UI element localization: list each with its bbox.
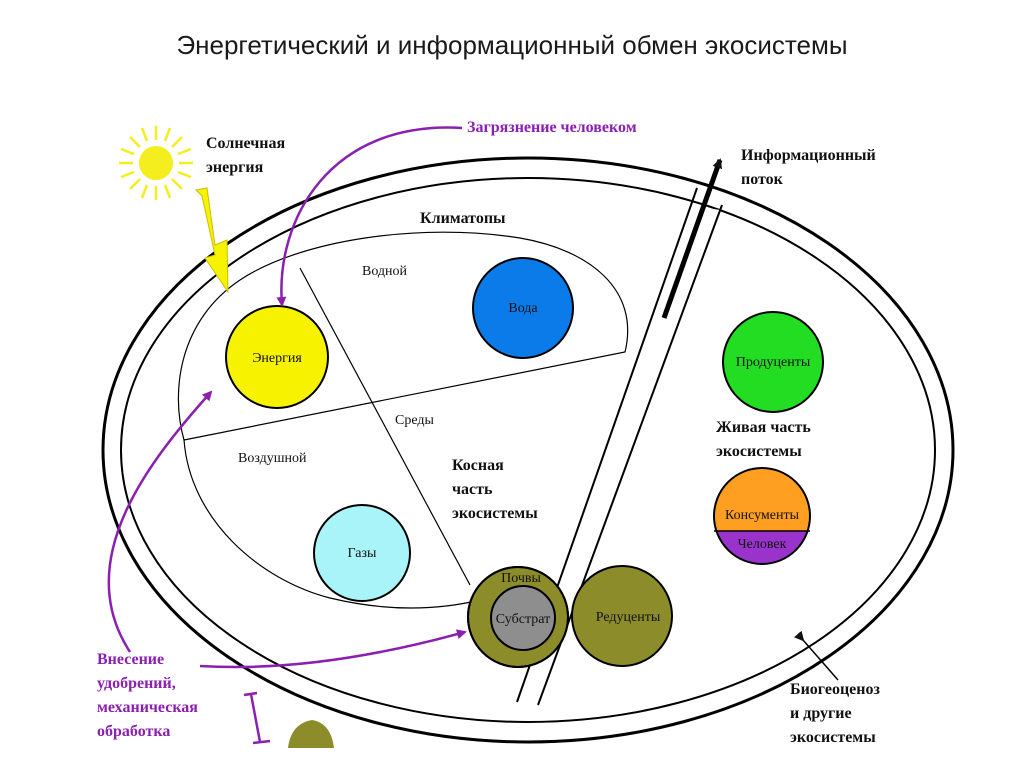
water-label: Вода (508, 301, 538, 316)
sun-energy-arrow (194, 187, 229, 294)
fertilizer-label-3: механическая (97, 699, 198, 716)
page-title: Энергетический и информационный обмен эк… (176, 30, 847, 60)
biogeo-label-1: Биогеоценоз (790, 681, 880, 698)
info-flow-label-2: поток (741, 171, 784, 188)
media-divider-line (299, 267, 471, 586)
media-label: Среды (395, 413, 434, 428)
gases-node (313, 504, 411, 602)
pollution-arrow (276, 126, 463, 307)
fertilizer-label-2: удобрений, (97, 675, 176, 692)
mechanical-tool-icon (243, 691, 271, 745)
solar-label-1: Солнечная (206, 135, 285, 152)
living-label-2: экосистемы (716, 443, 802, 460)
biogeo-label-2: и другие (790, 705, 852, 722)
gases-label: Газы (348, 546, 377, 561)
energy-label: Энергия (252, 351, 302, 366)
producers-label: Продуценты (736, 355, 811, 370)
reducers-label: Редуценты (596, 610, 661, 625)
fertilizer-label-4: обработка (97, 723, 170, 740)
fertilizer-arrow-to-energy (107, 390, 213, 653)
info-flow-arrow (661, 158, 723, 319)
reducers-node (571, 565, 673, 667)
water-node (472, 257, 574, 359)
inert-label-3: экосистемы (452, 505, 538, 522)
plant-icon (288, 720, 334, 748)
consumers-outline (713, 467, 811, 565)
sun-icon (119, 126, 193, 200)
pollution-label: Загрязнение человеком (467, 119, 637, 136)
water-env-label: Водной (362, 264, 408, 279)
biogeo-label-3: экосистемы (790, 729, 876, 746)
soils-outline (467, 566, 569, 668)
air-env-label: Воздушной (238, 451, 307, 466)
inert-lower-arc (183, 439, 481, 609)
inert-label-1: Косная (452, 457, 504, 474)
fertilizer-arrow-to-soils (199, 629, 467, 669)
human-label: Человек (738, 537, 787, 552)
substrate-label: Субстрат (496, 612, 550, 627)
inner-ecosystem-ellipse (120, 177, 936, 723)
solar-label-2: энергия (206, 159, 264, 176)
consumers-label: Консументы (725, 508, 800, 523)
inert-label-2: часть (452, 481, 493, 498)
outer-ecosystem-ellipse (101, 156, 955, 744)
soils-label: Почвы (501, 571, 541, 586)
fertilizer-label-1: Внесение (97, 651, 164, 668)
living-label-1: Живая часть (716, 419, 811, 436)
biogeo-pointer (793, 630, 839, 681)
info-flow-label-1: Информационный (741, 147, 876, 164)
divider-gap (510, 205, 720, 705)
substrate-node (490, 585, 556, 651)
climatopes-label: Климатопы (420, 210, 506, 227)
producers-node (722, 311, 824, 413)
